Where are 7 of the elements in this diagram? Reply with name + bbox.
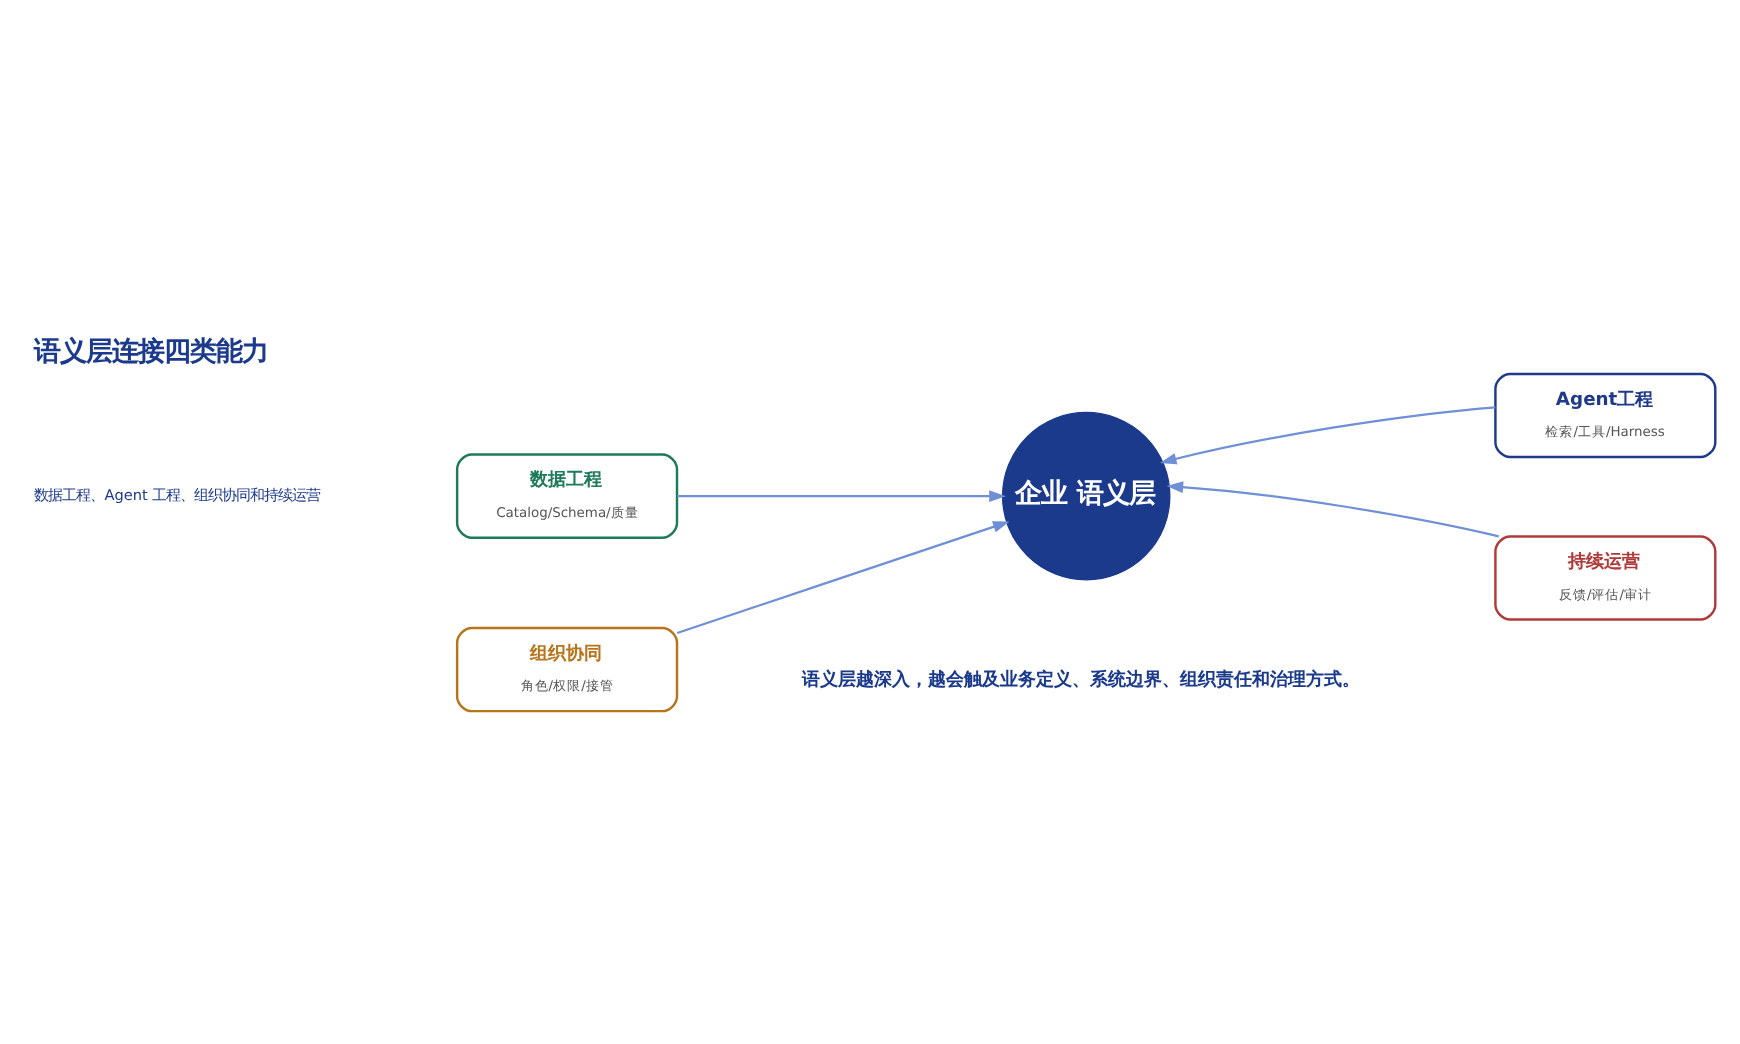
arrow [677,489,1006,501]
caption: 语义层越深入，越会触及业务定义、系统边界、组织责任和治理方式。 [801,667,1360,690]
arrow [1166,480,1499,537]
arrow [1159,405,1496,464]
arrow [676,520,1010,634]
node-circle: 企业 语义层 [1001,410,1171,580]
diagram-title: 语义层连接四类能力 [34,337,269,368]
